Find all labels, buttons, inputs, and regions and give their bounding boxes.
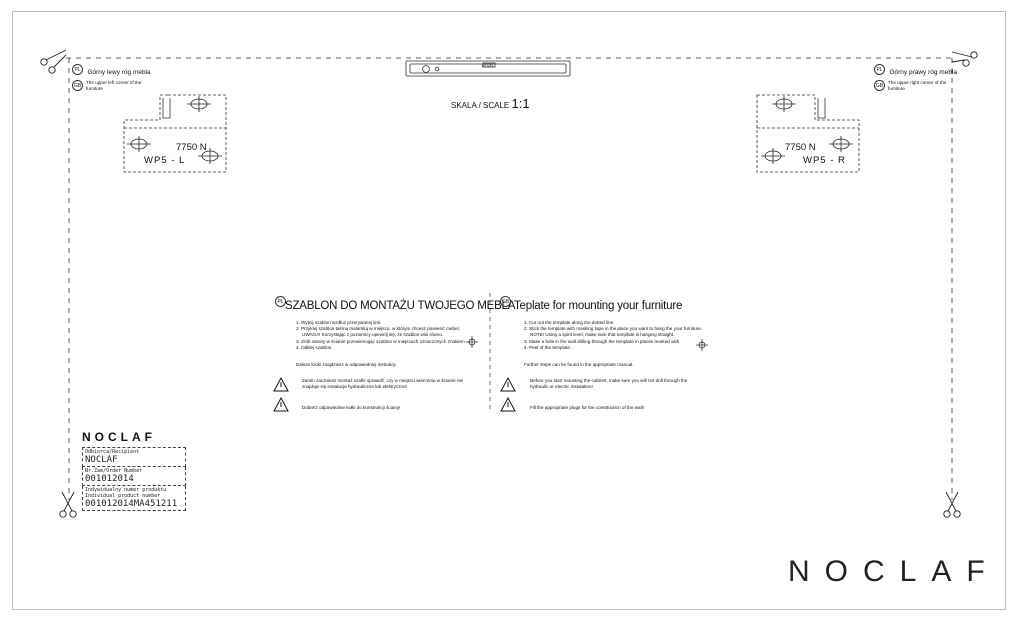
flag-pl-icon: PL <box>275 296 286 308</box>
spirit-level-icon <box>405 60 571 77</box>
bracket-right-load: 7750 N <box>785 142 816 153</box>
warning-icon <box>273 376 516 412</box>
instructions-gb-steps: 1. Cut out the template along the dotted… <box>524 320 702 351</box>
instructions-pl-further: Dalsze kroki znajdziesz w odpowiedniej i… <box>296 362 397 367</box>
instructions-gb-warning-1: Before you start mounting the cabinet, m… <box>530 378 688 389</box>
corner-title-pl: Górny prawy róg mebla <box>889 69 958 76</box>
product-value: 001012014MA451211 <box>85 499 178 509</box>
label-logo: NOCLAF <box>82 430 156 444</box>
instructions-gb-warning-2: Fill the appropriate plugs for the const… <box>530 405 644 410</box>
instructions-pl: PL <box>275 293 286 311</box>
recipient-value: NOCLAF <box>85 455 118 465</box>
recipient-caption: Odbiorca/Recipient <box>85 449 140 455</box>
recipient-field: Odbiorca/Recipient NOCLAF <box>82 447 186 467</box>
crosshair-icon <box>466 336 708 351</box>
scale-caption: SKALA / SCALE <box>451 101 510 110</box>
step-item: 4. Peel of the template. <box>524 344 572 350</box>
level-text: LEVEL <box>482 63 495 68</box>
step-item: 1. Cut out the template along the dotted… <box>524 320 615 325</box>
cut-line <box>66 57 953 500</box>
bracket-left-model: WP5 - L <box>144 155 186 166</box>
step-item: NOTE! Using a spirit level, make sure th… <box>530 332 675 338</box>
order-caption: Nr.Zam/Order Number <box>85 468 143 474</box>
bracket-left-outline <box>123 94 227 173</box>
crosshair-icon <box>127 96 222 164</box>
flag-gb-icon: GB <box>874 80 885 91</box>
order-value: 001012014 <box>85 474 134 484</box>
instructions-gb-further: Further steps can be found in the approp… <box>524 362 634 367</box>
instructions-gb-heading: Teplate for mounting your furniture <box>514 300 683 312</box>
instructions-pl-warning-1: Zanim zaczniesz montaż szafki sprawdź, c… <box>302 378 464 389</box>
step-item: 1. Wytnij szablon wzdłuż przerywanej lin… <box>296 320 382 325</box>
step-item: 3. Zrób otwory w ścianie przewiercając s… <box>296 338 465 344</box>
instructions-pl-steps: 1. Wytnij szablon wzdłuż przerywanej lin… <box>296 320 465 351</box>
step-item: 3. Make a hole in the wall drilling thro… <box>524 338 680 344</box>
shipping-label: NOCLAF Odbiorca/Recipient NOCLAF Nr.Zam/… <box>82 430 186 511</box>
instructions-pl-warning-2: Dobierz odpowiednie kołki do konstrukcji… <box>302 405 401 410</box>
scale-label: SKALA / SCALE 1:1 <box>451 96 530 111</box>
flag-pl-icon: PL <box>72 64 83 76</box>
step-item: 2. Przyklej szablon taśmą malarską w mie… <box>296 326 460 332</box>
corner-title-gb: The upper right corner of the furniture <box>888 80 947 91</box>
flag-gb-icon: GB <box>72 80 83 91</box>
product-caption-gb: Individual product number <box>85 493 161 499</box>
order-field: Nr.Zam/Order Number 001012014 <box>82 467 186 486</box>
flag-gb-icon: GB <box>500 296 511 308</box>
bracket-left-load: 7750 N <box>176 142 207 153</box>
corner-label-right: PL Górny prawy róg mebla GB The upper ri… <box>874 61 957 91</box>
corner-title-gb: The upper left corner of the furniture <box>86 80 142 91</box>
step-item: UWAGA! Korzystając z poziomicy upewnij s… <box>302 332 444 338</box>
template-sheet <box>12 11 1006 610</box>
bracket-right-outline <box>756 94 860 173</box>
instructions-pl-heading: SZABLON DO MONTAŻU TWOJEGO MEBLA <box>285 300 516 312</box>
instructions-gb: GB <box>500 293 511 311</box>
product-caption-pl: Indywidualny numer produktu <box>85 487 167 493</box>
scissors-icon <box>40 49 978 518</box>
brand-logo: NOCLAF <box>788 555 1000 588</box>
flag-pl-icon: PL <box>874 64 885 76</box>
crosshair-icon <box>761 96 853 164</box>
step-item: 4. Odklej szablon. <box>296 344 333 350</box>
corner-title-pl: Górny lewy róg mebla <box>87 69 151 76</box>
corner-label-left: PL Górny lewy róg mebla GB The upper lef… <box>72 61 151 91</box>
bracket-right-model: WP5 - R <box>803 155 846 166</box>
scale-value: 1:1 <box>511 96 530 111</box>
product-field: Indywidualny numer produktu Individual p… <box>82 486 186 511</box>
step-item: 2. Stick the template with masking tape … <box>524 326 702 332</box>
